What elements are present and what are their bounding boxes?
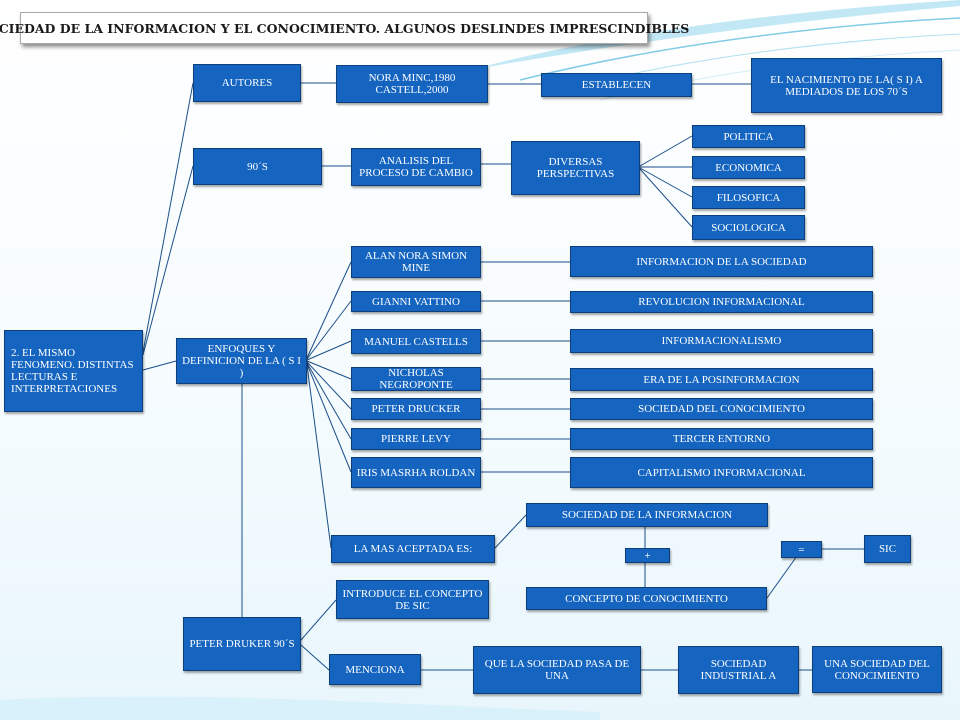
node-establecen: ESTABLECEN [541,73,692,97]
page-title: SOCIEDAD DE LA INFORMACION Y EL CONOCIMI… [0,20,690,36]
node-masrha: IRIS MASRHA ROLDAN [351,457,481,488]
node-soc-informacion: SOCIEDAD DE LA INFORMACION [526,503,768,527]
node-analisis: ANALISIS DEL PROCESO DE CAMBIO [351,148,481,186]
node-que-sociedad: QUE LA SOCIEDAD PASA DE UNA [473,646,641,694]
node-introduce: INTRODUCE EL CONCEPTO DE SIC [336,580,489,619]
node-revolucion: REVOLUCION INFORMACIONAL [570,291,873,313]
node-soc-conocimiento: SOCIEDAD DEL CONOCIMIENTO [570,398,873,420]
node-politica: POLITICA [692,125,805,148]
node-nora-castell: NORA MINC,1980 CASTELL,2000 [336,65,488,103]
node-una-sociedad: UNA SOCIEDAD DEL CONOCIMIENTO [812,646,942,693]
node-sociologica: SOCIOLOGICA [692,215,805,240]
node-filosofica: FILOSOFICA [692,186,805,209]
node-economica: ECONOMICA [692,156,805,179]
node-sic: SIC [864,535,911,563]
node-enfoques: ENFOQUES Y DEFINICION DE LA ( S I ) [176,338,307,384]
node-alan-nora: ALAN NORA SIMON MINE [351,246,481,278]
node-informacion-sociedad: INFORMACION DE LA SOCIEDAD [570,246,873,277]
node-informacionalismo: INFORMACIONALISMO [570,329,873,353]
node-menciona: MENCIONA [329,654,421,685]
node-nacimiento: EL NACIMIENTO DE LA( S I) A MEDIADOS DE … [751,58,942,113]
node-druker-90s: PETER DRUKER 90´S [183,617,301,671]
node-root: 2. EL MISMO FENOMENO. DISTINTAS LECTURAS… [4,330,143,412]
node-capitalismo: CAPITALISMO INFORMACIONAL [570,457,873,488]
node-diversas: DIVERSAS PERSPECTIVAS [511,141,640,195]
title-banner: SOCIEDAD DE LA INFORMACION Y EL CONOCIMI… [0,12,689,44]
node-concepto: CONCEPTO DE CONOCIMIENTO [526,587,767,610]
node-mas-aceptada: LA MAS ACEPTADA ES: [331,535,495,563]
node-autores: AUTORES [193,64,301,102]
node-castells: MANUEL CASTELLS [351,329,481,354]
node-tercer-entorno: TERCER ENTORNO [570,428,873,450]
node-plus: + [625,548,670,563]
node-drucker: PETER DRUCKER [351,398,481,420]
node-industrial: SOCIEDAD INDUSTRIAL A [678,646,799,694]
node-90s: 90´S [193,148,322,185]
node-levy: PIERRE LEVY [351,428,481,450]
node-vattino: GIANNI VATTINO [351,291,481,312]
node-posinformacion: ERA DE LA POSINFORMACION [570,368,873,391]
node-equals: = [781,541,822,558]
node-negroponte: NICHOLAS NEGROPONTE [351,367,481,391]
